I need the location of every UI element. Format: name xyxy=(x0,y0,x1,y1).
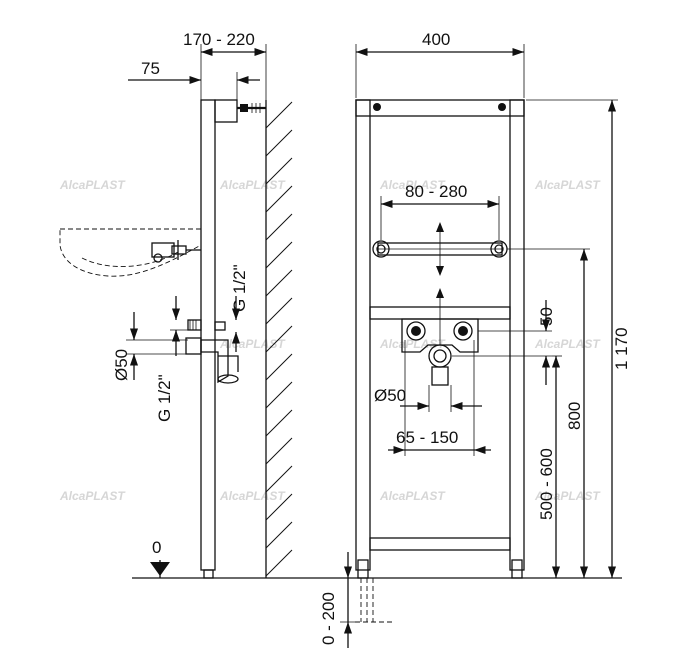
side-thread-upper-label: G 1/2" xyxy=(230,264,249,312)
front-right-foot xyxy=(511,559,523,579)
water-fittings-plate xyxy=(401,318,479,353)
bracket-spacing-label: 80 - 280 xyxy=(405,182,467,201)
total-height-label: 1 170 xyxy=(612,327,631,370)
front-waste-outlet xyxy=(428,344,452,386)
angle-valve-icon xyxy=(151,240,201,263)
floor-level-label: 0 xyxy=(152,538,161,557)
watermark-logo: AlcaPLAST xyxy=(59,178,126,192)
washbasin-inner-outline xyxy=(81,251,179,267)
side-water-outlet xyxy=(187,319,226,331)
front-view: 80 - 280 50 Ø50 xyxy=(319,30,631,648)
front-bottom-crossbar xyxy=(369,537,511,551)
anchor-nut-icon xyxy=(240,104,248,112)
watermark-logo: AlcaPLAST xyxy=(219,489,286,503)
side-frame-foot xyxy=(203,569,214,579)
watermark-logo: AlcaPLAST xyxy=(534,178,601,192)
bracket-height-label: 800 xyxy=(565,402,584,430)
watermark-logo: AlcaPLAST xyxy=(379,178,446,192)
fitting-offset-label: 50 xyxy=(537,307,556,326)
front-top-crossbar xyxy=(355,99,525,117)
side-view: 170 - 220 75 G 1/2" Ø50 G 1/2" xyxy=(59,30,293,579)
top-fixing-hole-icon xyxy=(498,103,506,111)
floor-level-marker: 0 xyxy=(150,538,170,578)
outlet-height-label: 500 - 600 xyxy=(537,448,556,520)
side-frame-upright xyxy=(200,99,216,571)
side-thread-lower-label: G 1/2" xyxy=(155,374,174,422)
side-waste-diameter-label: Ø50 xyxy=(112,349,131,381)
watermark-logo: AlcaPLAST xyxy=(379,489,446,503)
side-offset-label: 75 xyxy=(141,59,160,78)
side-waste-pipe xyxy=(185,337,239,384)
watermark-logo: AlcaPLAST xyxy=(219,178,286,192)
watermark-logo: AlcaPLAST xyxy=(219,337,286,351)
watermark-logo: AlcaPLAST xyxy=(59,489,126,503)
wall-hatching xyxy=(265,101,293,577)
watermarks: AlcaPLAST AlcaPLAST AlcaPLAST AlcaPLAST … xyxy=(59,178,601,503)
watermark-logo: AlcaPLAST xyxy=(379,337,446,351)
washbasin-outline xyxy=(59,228,202,277)
front-left-upright xyxy=(355,99,371,571)
front-waste-diameter-label: Ø50 xyxy=(374,386,406,405)
front-left-foot xyxy=(357,559,369,579)
watermark-logo: AlcaPLAST xyxy=(534,337,601,351)
side-top-bracket xyxy=(214,99,238,123)
fitting-spacing-label: 65 - 150 xyxy=(396,428,458,447)
front-width-label: 400 xyxy=(422,30,450,49)
side-depth-label: 170 - 220 xyxy=(183,30,255,49)
top-fixing-hole-icon xyxy=(373,103,381,111)
front-right-upright xyxy=(509,99,525,571)
leg-extension-label: 0 - 200 xyxy=(319,592,338,645)
